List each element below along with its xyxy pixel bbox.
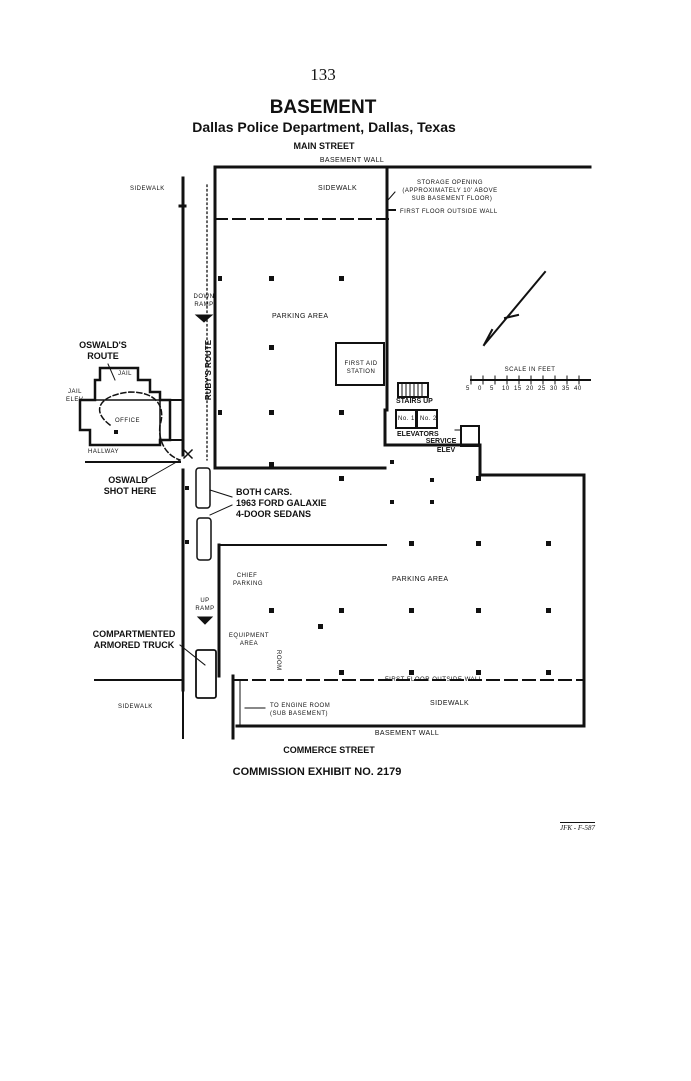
scale-tick: 10 — [502, 386, 510, 392]
down-ramp-label-1: DOWN — [193, 294, 215, 300]
columns — [114, 276, 551, 675]
sidewalk-top-left-label: SIDEWALK — [130, 186, 165, 192]
elevator-2-box — [416, 409, 438, 429]
storage-opening-label-2: (APPROXIMATELY 10' ABOVE — [402, 188, 498, 194]
stairs-up-label: STAIRS UP — [396, 398, 433, 405]
elevator-1-label: No. 1 — [398, 416, 415, 422]
car-2 — [196, 517, 212, 561]
equipment-area-label-2: AREA — [239, 641, 259, 647]
lower-building-outline — [235, 408, 586, 728]
stairs-box — [397, 382, 429, 398]
basement-wall-top-label: BASEMENT WALL — [319, 157, 385, 164]
armored-truck-label-2: ARMORED TRUCK — [93, 640, 175, 650]
up-ramp-arrow — [196, 616, 214, 625]
sidewalk-bottom-left-label: SIDEWALK — [118, 704, 153, 710]
engine-room-label-2: (SUB BASEMENT) — [270, 711, 329, 717]
oswald-shot-label-2: SHOT HERE — [103, 486, 157, 496]
rubys-route-label: RUBY'S ROUTE — [204, 339, 213, 401]
scale-tick: 0 — [478, 386, 482, 392]
scale-tick: 15 — [514, 386, 522, 392]
service-elev-label-2: ELEV — [436, 447, 456, 454]
down-ramp-label-2: RAMP — [194, 302, 214, 308]
down-ramp-arrow — [194, 314, 214, 323]
shot-marker — [182, 448, 194, 460]
both-cars-label-2: 1963 FORD GALAXIE — [236, 498, 327, 508]
jail-outline — [78, 366, 172, 447]
armored-truck-label-1: COMPARTMENTED — [92, 629, 176, 639]
scale-tick: 5 — [466, 386, 470, 392]
elevators-label: ELEVATORS — [397, 431, 439, 438]
handwritten-note: JFK - F-587 — [560, 822, 595, 832]
storage-opening-label-1: STORAGE OPENING — [416, 180, 484, 186]
office-label: OFFICE — [115, 418, 140, 424]
oswalds-route-path — [98, 391, 181, 461]
oswalds-route-label-2: ROUTE — [87, 351, 119, 361]
scale-tick: 40 — [574, 386, 582, 392]
exhibit-caption: COMMISSION EXHIBIT NO. 2179 — [232, 766, 402, 778]
scale-tick: 35 — [562, 386, 570, 392]
jail-elev-label-2: ELEV — [66, 397, 84, 403]
oswald-shot-label-1: OSWALD — [108, 475, 148, 485]
scale-bar — [470, 375, 591, 385]
parking-area-upper-label: PARKING AREA — [272, 313, 329, 320]
room-label: ROOM — [275, 650, 281, 671]
sidewalk-bottom-label: SIDEWALK — [430, 700, 470, 707]
jail-label: JAIL — [118, 371, 133, 377]
chief-parking-label-2: PARKING — [232, 581, 264, 587]
engine-room-label-1: TO ENGINE ROOM — [270, 703, 331, 709]
upper-parking-outline — [213, 165, 387, 470]
subtitle: Dallas Police Department, Dallas, Texas — [192, 119, 456, 135]
scale-tick: 30 — [550, 386, 558, 392]
storage-opening-label-3: SUB BASEMENT FLOOR) — [411, 196, 493, 202]
jail-elev-label-1: JAIL — [68, 389, 83, 395]
both-cars-label-3: 4-DOOR SEDANS — [236, 509, 312, 519]
sidewalk-top-label: SIDEWALK — [318, 185, 358, 192]
both-cars-label-1: BOTH CARS. — [236, 487, 292, 497]
hallway-label: HALLWAY — [88, 449, 120, 455]
up-ramp-label-1: UP — [200, 598, 210, 604]
page-number: 133 — [310, 65, 336, 84]
scale-title: SCALE IN FEET — [504, 367, 556, 373]
scale-tick: 5 — [490, 386, 494, 392]
chief-parking-label-1: CHIEF — [236, 573, 258, 579]
basement-wall-bottom-label: BASEMENT WALL — [374, 730, 440, 737]
equipment-area-label-1: EQUIPMENT — [228, 633, 270, 639]
armored-truck — [195, 649, 217, 699]
car-1 — [195, 467, 211, 509]
up-ramp-label-2: RAMP — [195, 606, 215, 612]
service-elev-label-1: SERVICE — [425, 438, 457, 445]
north-arrow — [482, 270, 547, 347]
scale-tick: 20 — [526, 386, 534, 392]
street-commerce: COMMERCE STREET — [283, 745, 375, 755]
parking-area-lower-label: PARKING AREA — [392, 576, 449, 583]
first-floor-outside-wall-top-label: FIRST FLOOR OUTSIDE WALL — [400, 209, 498, 215]
street-main: MAIN STREET — [293, 141, 355, 151]
first-floor-outside-wall-bottom-label: FIRST FLOOR OUTSIDE WALL — [385, 677, 483, 683]
scale-tick: 25 — [538, 386, 546, 392]
first-aid-label-1: FIRST AID — [344, 361, 378, 367]
first-aid-station-box — [335, 342, 385, 386]
title: BASEMENT — [269, 97, 377, 118]
elevator-2-label: No. 2 — [420, 416, 437, 422]
oswalds-route-label-1: OSWALD'S — [79, 340, 127, 350]
first-aid-label-2: STATION — [346, 369, 376, 375]
service-elevator-box — [460, 425, 480, 447]
